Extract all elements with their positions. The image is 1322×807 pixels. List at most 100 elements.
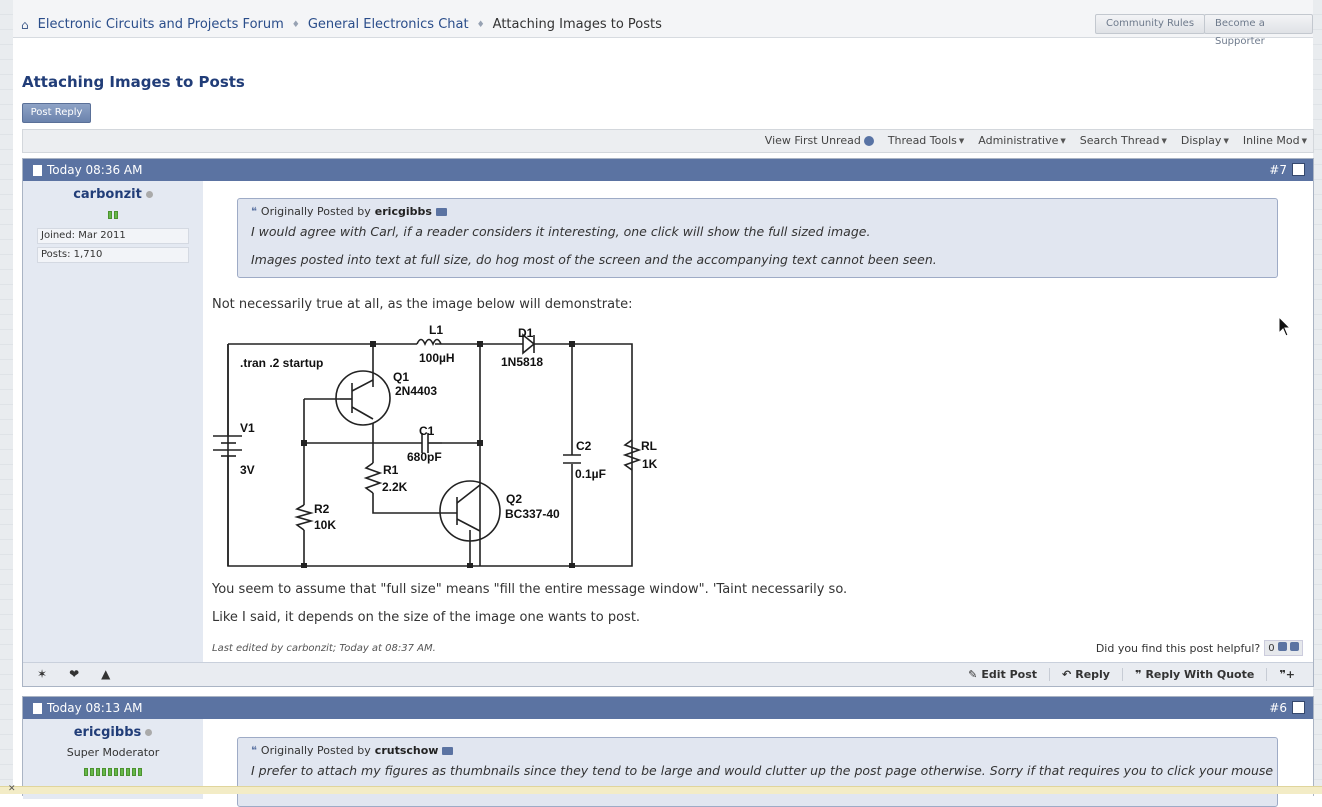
post-date: Today 08:13 AM <box>47 701 143 715</box>
arrow-circle-icon <box>863 135 874 146</box>
minus-icon[interactable] <box>1290 642 1299 651</box>
helpful-count-value: 0 <box>1268 643 1275 654</box>
inline-mod-menu[interactable]: Inline Mod▼ <box>1243 134 1307 147</box>
display-label: Display <box>1180 134 1222 147</box>
quote-author: crutschow <box>374 744 439 757</box>
caret-down-icon: ▼ <box>958 136 965 145</box>
user-post-count: Posts: 1,710 <box>37 247 189 263</box>
helpful-question: Did you find this post helpful? <box>1095 641 1261 655</box>
post-body: carbonzit Joined: Mar 2011 Posts: 1,710 … <box>23 181 1313 662</box>
caret-down-icon: ▼ <box>1060 136 1066 145</box>
breadcrumb: ⌂ Electronic Circuits and Projects Forum… <box>21 17 662 32</box>
thread-tools-label: Thread Tools <box>887 134 957 147</box>
post-helpful-widget: Did you find this post helpful? 0 <box>1096 640 1303 656</box>
thread-toolbar: View First Unread Thread Tools▼ Administ… <box>22 129 1314 153</box>
breadcrumb-separator-icon: ♦ <box>476 19 485 30</box>
schematic-label: 1N5818 <box>501 355 543 369</box>
schematic-label: 1K <box>642 457 658 471</box>
offline-status-icon <box>145 729 153 736</box>
reputation-bar <box>23 765 203 779</box>
page-title: Attaching Images to Posts <box>22 73 245 91</box>
administrative-label: Administrative <box>978 134 1059 147</box>
quote-header: ❝ Originally Posted by ericgibbs <box>251 205 447 218</box>
reputation-bar <box>23 208 203 222</box>
post-content: ❝ Originally Posted by ericgibbs I would… <box>212 181 1313 662</box>
last-edited-note: Last edited by carbonzit; Today at 08:37… <box>212 643 436 654</box>
edit-post-label: Edit Post <box>981 668 1038 681</box>
post-select-checkbox[interactable] <box>1292 163 1305 176</box>
schematic-label: 0.1µF <box>575 467 606 481</box>
quote-icon: ❝ <box>251 205 257 218</box>
user-joined: Joined: Mar 2011 <box>37 228 189 244</box>
become-supporter-button[interactable]: Become a Supporter <box>1204 14 1313 47</box>
community-rules-button[interactable]: Community Rules <box>1095 14 1206 34</box>
search-thread-menu[interactable]: Search Thread▼ <box>1080 134 1167 147</box>
multi-quote-button[interactable]: ❞+ <box>1267 668 1295 681</box>
user-title: Super Moderator <box>66 746 160 759</box>
quote-bubble-icon: ❞ <box>1134 668 1142 681</box>
view-first-unread-label: View First Unread <box>764 134 861 147</box>
quote-line: I prefer to attach my figures as thumbna… <box>251 763 1274 778</box>
post-number-link[interactable]: #6 <box>1269 701 1287 715</box>
breadcrumb-section-link[interactable]: General Electronics Chat <box>307 17 469 32</box>
post-text: Not necessarily true at all, as the imag… <box>212 297 633 312</box>
schematic-label: BC337-40 <box>505 507 560 521</box>
breadcrumb-forum-link[interactable]: Electronic Circuits and Projects Forum <box>37 17 284 32</box>
schematic-label: D1 <box>518 326 534 340</box>
reply-label: Reply <box>1075 668 1110 681</box>
username-link[interactable]: carbonzit <box>23 187 203 202</box>
administrative-menu[interactable]: Administrative▼ <box>978 134 1065 147</box>
view-first-unread-link[interactable]: View First Unread <box>765 134 874 147</box>
username-text: carbonzit <box>73 187 142 202</box>
schematic-label: 100µH <box>419 351 455 365</box>
reply-with-quote-label: Reply With Quote <box>1145 668 1255 681</box>
post-reply-button[interactable]: Post Reply <box>22 103 91 123</box>
edit-post-button[interactable]: ✎Edit Post <box>956 668 1051 681</box>
view-post-icon[interactable] <box>442 746 454 755</box>
helpful-count: 0 <box>1264 640 1303 656</box>
thread-tools-menu[interactable]: Thread Tools▼ <box>888 134 964 147</box>
quote-block: ❝ Originally Posted by crutschow I prefe… <box>237 737 1278 807</box>
quote-author: ericgibbs <box>374 205 432 218</box>
home-icon[interactable]: ⌂ <box>21 17 29 32</box>
schematic-label: 3V <box>240 463 255 477</box>
post-number-link[interactable]: #7 <box>1269 163 1287 177</box>
quote-block: ❝ Originally Posted by ericgibbs I would… <box>237 198 1278 278</box>
display-menu[interactable]: Display▼ <box>1181 134 1229 147</box>
post-text: You seem to assume that "full size" mean… <box>212 582 848 597</box>
quote-header: ❝ Originally Posted by crutschow <box>251 744 454 757</box>
report-warning-icon[interactable]: ▲ <box>101 667 111 681</box>
post-date: Today 08:36 AM <box>47 163 143 177</box>
post-document-icon <box>33 703 42 714</box>
schematic-label: L1 <box>429 325 443 337</box>
post-document-icon <box>33 165 42 176</box>
quote-prefix: Originally Posted by <box>260 744 371 757</box>
plus-icon[interactable] <box>1277 642 1287 651</box>
breadcrumb-bar: ⌂ Electronic Circuits and Projects Forum… <box>13 0 1313 47</box>
close-icon[interactable]: ✕ <box>8 784 16 794</box>
bottom-notification-strip: ✕ <box>0 784 1322 794</box>
breadcrumb-current: Attaching Images to Posts <box>492 17 662 32</box>
username-text: ericgibbs <box>73 725 142 740</box>
user-info-panel: carbonzit Joined: Mar 2011 Posts: 1,710 <box>23 181 203 662</box>
pencil-icon: ✎ <box>968 668 978 681</box>
quote-line: Images posted into text at full size, do… <box>251 252 937 267</box>
quote-line: I would agree with Carl, if a reader con… <box>251 224 871 239</box>
search-thread-label: Search Thread <box>1079 134 1160 147</box>
schematic-label: 680pF <box>407 450 442 464</box>
caret-down-icon: ▼ <box>1223 136 1229 145</box>
schematic-label: Q2 <box>506 492 522 506</box>
schematic-label: R1 <box>383 463 399 477</box>
post-footer: ✶ ❤ ▲ ✎Edit Post ↶Reply ❞Reply With Quot… <box>23 662 1313 686</box>
circuit-schematic-image[interactable]: .tran .2 startup L1 100µH D1 1N5818 Q1 2… <box>212 325 660 568</box>
thanks-icon[interactable]: ❤ <box>69 667 80 681</box>
post-select-checkbox[interactable] <box>1292 701 1305 714</box>
page-background-left <box>0 0 13 794</box>
username-link[interactable]: ericgibbs <box>23 725 203 740</box>
page-background-right <box>1313 0 1322 794</box>
reputation-star-icon[interactable]: ✶ <box>37 667 48 681</box>
reply-button[interactable]: ↶Reply <box>1050 668 1123 681</box>
view-post-icon[interactable] <box>435 207 447 216</box>
reply-with-quote-button[interactable]: ❞Reply With Quote <box>1123 668 1268 681</box>
caret-down-icon: ▼ <box>1161 136 1167 145</box>
